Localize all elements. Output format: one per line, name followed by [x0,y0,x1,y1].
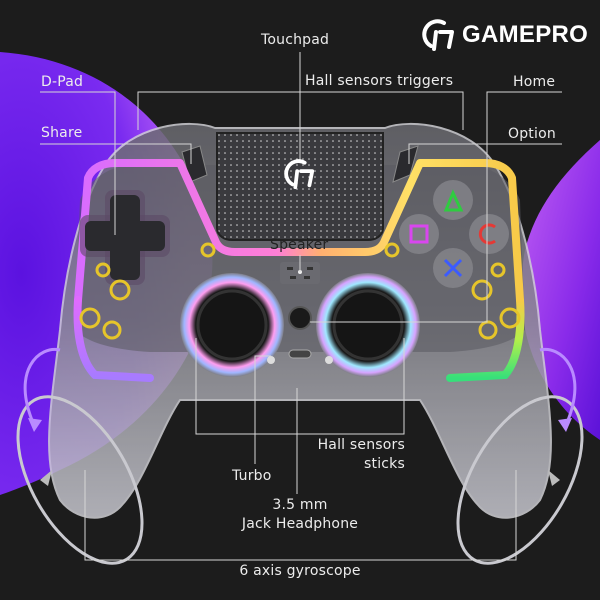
touchpad-logo-icon [284,159,315,190]
label-jack-line2: Jack Headphone [241,516,359,532]
brand-logo: GAMEPRO [422,18,588,52]
label-jack-line1: 3.5 mm [272,497,328,513]
face-buttons-graphic [399,180,509,288]
label-hall-sticks-line2: sticks [364,456,405,472]
label-jack-headphone: 3.5 mm Jack Headphone [230,496,370,534]
label-hall-sticks-line1: Hall sensors [317,437,405,453]
label-dpad: D-Pad [41,74,84,90]
label-6-axis-gyroscope: 6 axis gyroscope [239,563,361,579]
label-hall-sensors-sticks: Hall sensors sticks [305,436,405,474]
dpad-graphic [80,190,170,285]
label-turbo: Turbo [232,468,272,484]
label-home: Home [513,74,556,90]
label-speaker: Speaker [270,237,329,253]
label-share: Share [41,125,83,141]
brand-name: GAMEPRO [462,21,589,48]
label-hall-sensors-triggers: Hall sensors triggers [305,73,454,89]
gp-logo-icon [422,19,454,51]
label-option: Option [508,126,556,142]
label-touchpad: Touchpad [261,32,330,48]
